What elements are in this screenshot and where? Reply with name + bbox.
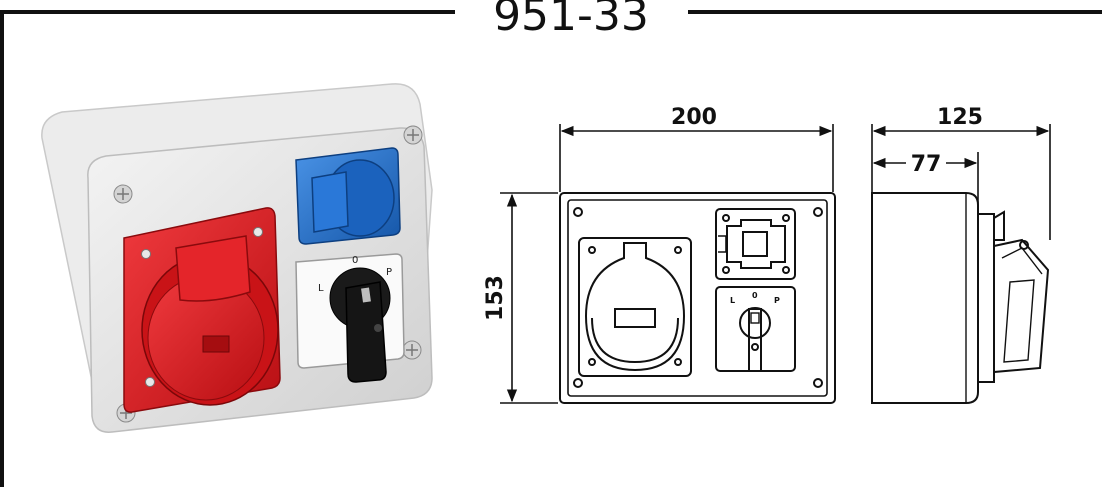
photo-switch-mark-p: P xyxy=(386,267,392,278)
inner-depth-dimension-label: 77 xyxy=(911,152,942,177)
drawing-cee-socket xyxy=(578,237,692,377)
red-socket-lid xyxy=(175,235,251,302)
corner-screw-icons xyxy=(113,125,423,423)
red-cee-socket xyxy=(123,207,281,413)
drawing-cee-label-window xyxy=(614,308,656,328)
drawing-switch-mark-l: L xyxy=(730,296,735,305)
width-dimension-label: 200 xyxy=(671,105,717,130)
product-code-title: 951-33 xyxy=(493,0,649,41)
front-outline xyxy=(559,192,836,404)
rotary-switch: L 0 P xyxy=(295,253,405,383)
side-outline xyxy=(871,192,979,404)
depth-dimension-label: 125 xyxy=(937,105,983,130)
drawing-switch-mark-p: P xyxy=(774,296,780,305)
side-view-drawing xyxy=(871,192,1050,404)
frame xyxy=(0,10,1102,487)
photo-switch-mark-l: L xyxy=(318,283,324,294)
depth-dimension xyxy=(871,124,1051,240)
front-view-drawing xyxy=(559,192,836,404)
drawing-switch-mark-0: 0 xyxy=(752,291,758,300)
blue-socket-lid xyxy=(311,171,349,233)
photo-switch-mark-0: 0 xyxy=(352,255,358,266)
side-socket-profile xyxy=(993,238,1050,374)
blue-schuko-socket xyxy=(295,147,401,245)
drawing-schuko-socket xyxy=(715,208,796,280)
height-dimension-label: 153 xyxy=(483,275,508,321)
switch-knob xyxy=(345,281,387,383)
width-dimension xyxy=(559,124,834,192)
front-inner-outline xyxy=(567,199,828,397)
height-dimension xyxy=(500,192,558,404)
inner-depth-dimension xyxy=(872,152,979,205)
product-photo: L 0 P xyxy=(41,83,433,433)
